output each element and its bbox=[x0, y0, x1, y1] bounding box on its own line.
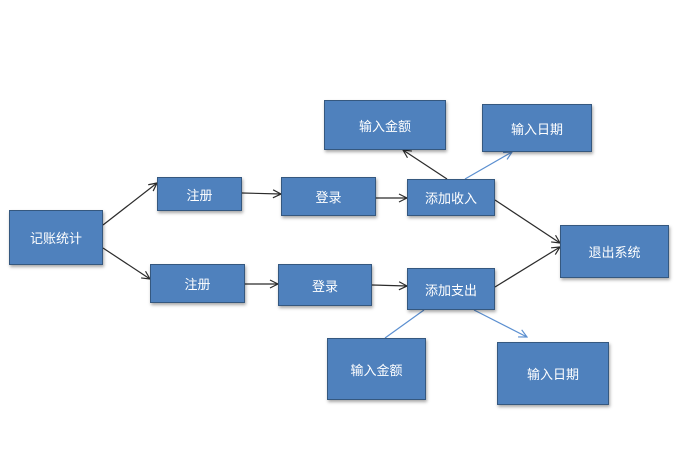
arrow-register-to-login-top bbox=[241, 193, 281, 194]
node-exit-system[interactable]: 退出系统 bbox=[560, 225, 669, 278]
node-label: 输入金额 bbox=[350, 363, 403, 379]
node-enter-amount-top[interactable]: 输入金额 bbox=[324, 100, 446, 150]
node-label: 登录 bbox=[311, 279, 338, 295]
node-label: 登录 bbox=[315, 191, 342, 206]
arrow-login-to-add-expense bbox=[371, 285, 407, 286]
node-register-top[interactable]: 注册 bbox=[157, 177, 242, 211]
node-add-income[interactable]: 添加收入 bbox=[407, 179, 495, 216]
node-label: 输入日期 bbox=[510, 122, 563, 138]
node-enter-amount-bottom[interactable]: 输入金额 bbox=[327, 338, 426, 400]
node-login-bottom[interactable]: 登录 bbox=[278, 264, 372, 306]
node-label: 注册 bbox=[186, 188, 213, 204]
arrow-income-to-amount bbox=[403, 150, 448, 180]
node-bookkeeping-stats[interactable]: 记账统计 bbox=[9, 210, 103, 265]
node-label: 记账统计 bbox=[29, 232, 82, 247]
node-label: 输入日期 bbox=[526, 368, 579, 383]
node-label: 退出系统 bbox=[588, 246, 641, 261]
arrow-income-to-date bbox=[464, 152, 512, 180]
arrow-expense-to-amount bbox=[384, 309, 425, 339]
node-label: 输入金额 bbox=[358, 119, 411, 135]
node-enter-date-top[interactable]: 输入日期 bbox=[482, 104, 592, 152]
node-enter-date-bottom[interactable]: 输入日期 bbox=[497, 342, 609, 405]
node-label: 注册 bbox=[184, 278, 211, 293]
node-add-expense[interactable]: 添加支出 bbox=[407, 268, 495, 310]
arrow-income-to-exit bbox=[494, 199, 560, 243]
node-register-bottom[interactable]: 注册 bbox=[150, 264, 245, 303]
arrow-expense-to-exit bbox=[494, 247, 560, 288]
node-login-top[interactable]: 登录 bbox=[281, 177, 376, 216]
arrow-start-to-register-bottom bbox=[102, 247, 150, 279]
arrow-start-to-register-top bbox=[102, 183, 157, 226]
node-label: 添加收入 bbox=[424, 192, 477, 207]
node-label: 添加支出 bbox=[424, 283, 477, 299]
arrow-expense-to-date bbox=[473, 309, 527, 337]
